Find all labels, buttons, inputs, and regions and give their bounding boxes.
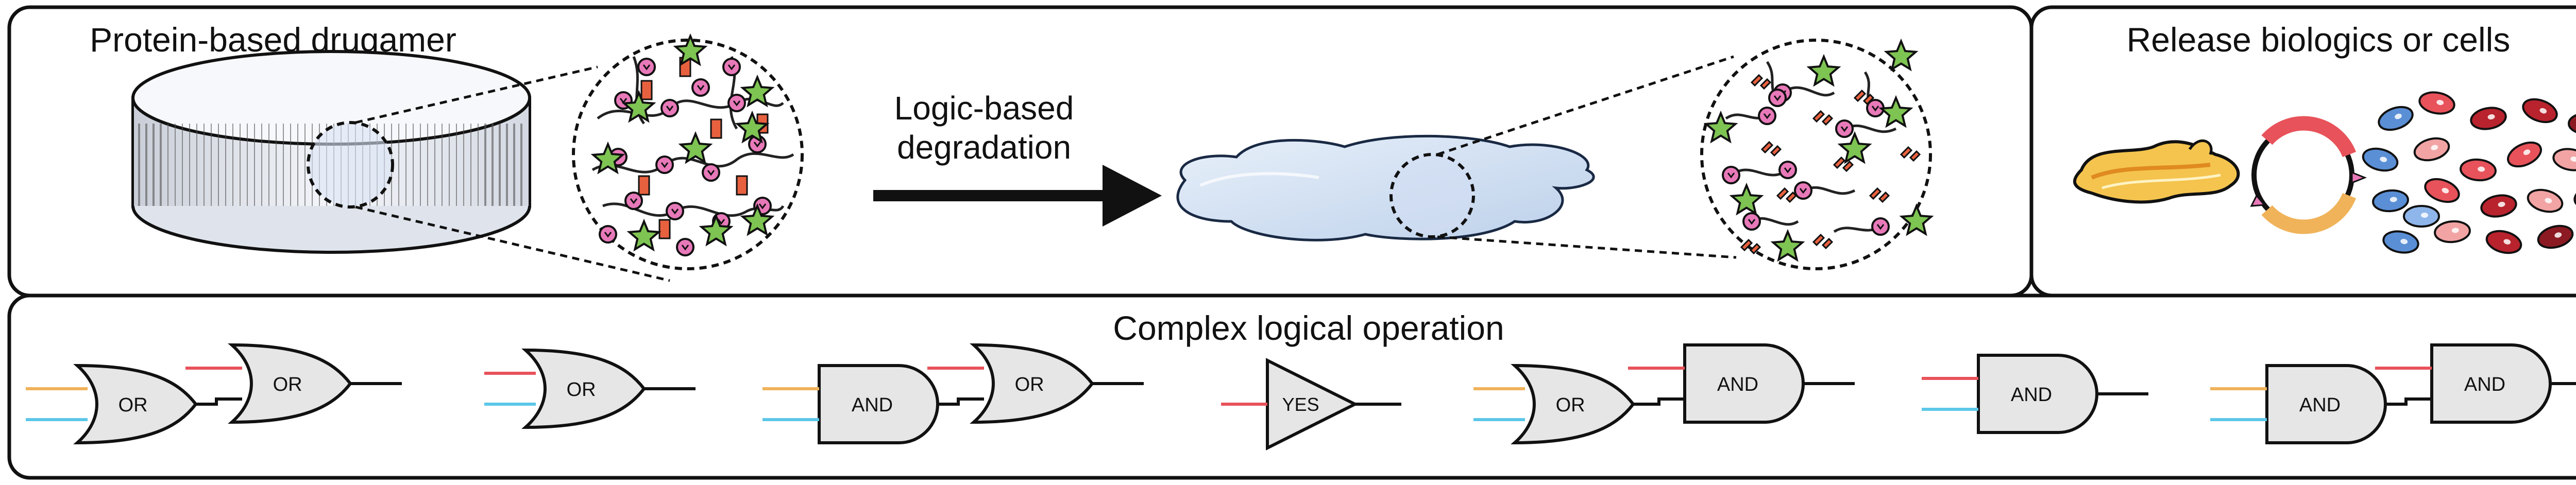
bottom-panel bbox=[7, 293, 2576, 480]
arrow-label-line1: Logic-based bbox=[894, 90, 1074, 127]
gate-label: AND bbox=[1717, 374, 1758, 395]
arrow-label-line2: degradation bbox=[897, 129, 1071, 166]
logic-gates: OR OR OR AND OR YES OR AND AND AND AND bbox=[26, 343, 2576, 451]
complex-logic-title: Complex logical operation bbox=[1113, 309, 1504, 347]
and-gate-7a: AND bbox=[2265, 364, 2387, 444]
degraded-gel-puddle bbox=[1176, 134, 1595, 241]
zoom-source-circle-right bbox=[1389, 153, 1475, 238]
zoom-line-top-left bbox=[355, 65, 598, 124]
hydrogel-cylinder bbox=[131, 50, 531, 254]
or-gate-5a: OR bbox=[1511, 363, 1635, 445]
or-gate-3b: OR bbox=[970, 343, 1094, 424]
gate-label: AND bbox=[2464, 374, 2505, 395]
degradation-arrow bbox=[873, 165, 1162, 227]
gate-label: AND bbox=[2011, 384, 2052, 406]
plasmid-ring bbox=[2250, 116, 2367, 234]
degraded-network bbox=[1703, 38, 1934, 262]
wire bbox=[938, 397, 984, 406]
gate-label: YES bbox=[1282, 394, 1319, 415]
gate-label: OR bbox=[1556, 394, 1585, 416]
released-protein-biologic bbox=[2073, 139, 2240, 204]
yes-gate-4: YES bbox=[1266, 358, 1359, 451]
released-cells bbox=[2362, 91, 2576, 254]
intact-network bbox=[590, 33, 794, 256]
or-gate-2: OR bbox=[521, 348, 646, 429]
and-gate-7b: AND bbox=[2430, 343, 2552, 424]
wire bbox=[2385, 397, 2432, 406]
and-gate-6: AND bbox=[1977, 354, 2098, 434]
gate-label: OR bbox=[1015, 374, 1044, 395]
gate-label: AND bbox=[852, 394, 893, 416]
or-gate-1b: OR bbox=[228, 343, 352, 424]
release-title: Release biologics or cells bbox=[2127, 21, 2511, 59]
zoom-line-top-right bbox=[1437, 55, 1734, 156]
and-gate-5b: AND bbox=[1683, 343, 1805, 424]
zoom-line-bottom-right bbox=[1437, 235, 1737, 259]
zoom-source-circle-left bbox=[307, 121, 394, 209]
and-gate-3a: AND bbox=[818, 364, 939, 444]
gate-label: OR bbox=[273, 374, 302, 395]
gate-label: OR bbox=[567, 379, 596, 401]
wire bbox=[1633, 397, 1685, 406]
gate-label: OR bbox=[118, 394, 148, 416]
gate-label: AND bbox=[2299, 394, 2341, 416]
wire bbox=[196, 397, 242, 406]
or-gate-1a: OR bbox=[73, 363, 198, 445]
zoom-line-bottom-left bbox=[355, 205, 670, 282]
